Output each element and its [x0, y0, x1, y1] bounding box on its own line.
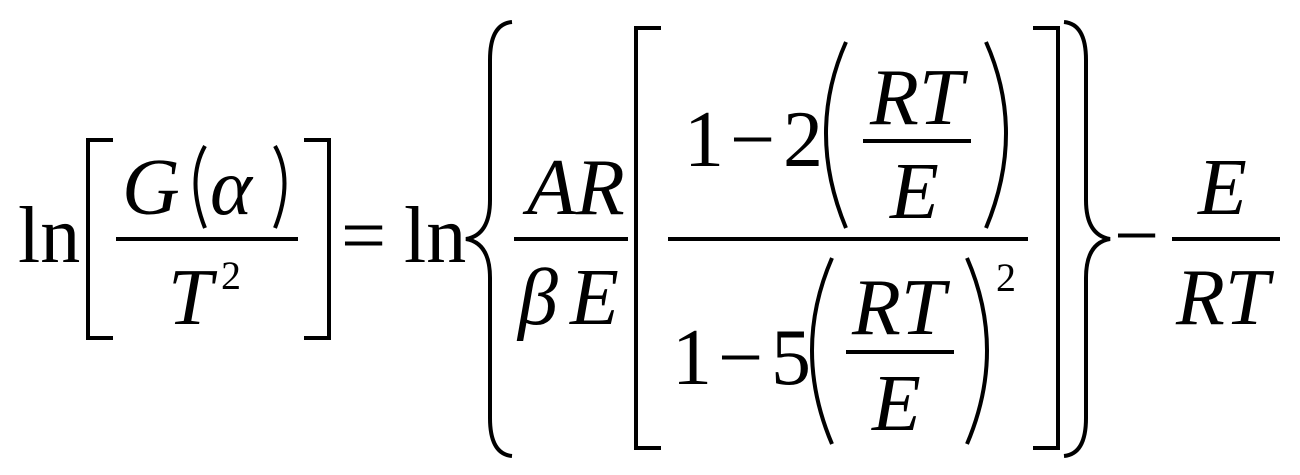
last-fraction-denominator: RT [1176, 254, 1270, 342]
coefficient-denominator-e: E [570, 254, 619, 342]
coefficient-numerator: AR [527, 144, 625, 232]
inner-denominator-e: E [872, 360, 921, 448]
inner-denominator-rt: RT [852, 264, 946, 352]
lhs-denominator-t: T [168, 254, 213, 342]
last-fraction-bar [1172, 237, 1280, 241]
inner-numerator-two: 2 [783, 96, 823, 184]
ln-operator-lhs: ln [18, 192, 81, 280]
inner-numerator-one: 1 [684, 96, 724, 184]
inner-numerator-fraction-bar [863, 139, 971, 143]
rhs-minus-sign: − [1114, 192, 1160, 280]
inner-denominator-exponent: 2 [996, 255, 1016, 300]
equals-sign: = [341, 192, 387, 280]
lhs-numerator-g: G [122, 144, 180, 232]
coefficient-denominator-beta: β [518, 254, 558, 342]
inner-numerator-rt: RT [870, 54, 964, 142]
inner-denominator-fraction-bar [846, 350, 954, 354]
inner-main-fraction-bar [668, 237, 1028, 241]
coefficient-fraction-bar [514, 237, 628, 241]
ln-operator-rhs: ln [404, 192, 467, 280]
lhs-fraction-bar [116, 237, 298, 241]
inner-numerator-e: E [890, 148, 939, 236]
inner-numerator-minus: − [730, 96, 776, 184]
lhs-denominator-exponent: 2 [221, 253, 241, 298]
inner-denominator-one: 1 [672, 314, 712, 402]
inner-denominator-five: 5 [771, 314, 811, 402]
lhs-numerator-alpha: α [210, 144, 252, 232]
inner-denominator-minus: − [718, 314, 764, 402]
last-fraction-numerator: E [1198, 144, 1247, 232]
